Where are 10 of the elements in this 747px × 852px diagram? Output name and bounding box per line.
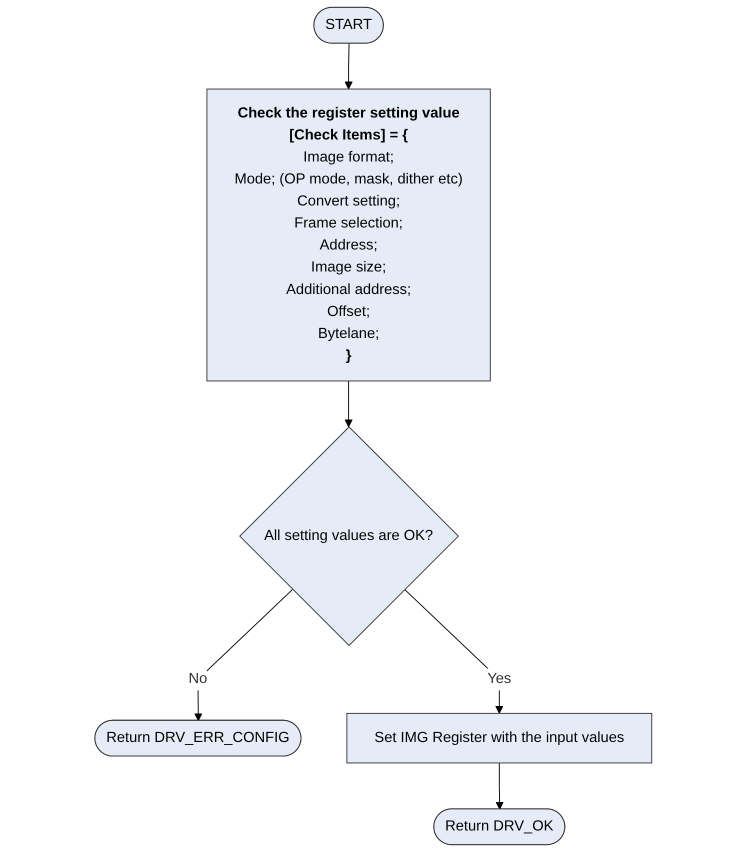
edge-label: Yes — [488, 671, 512, 687]
arrow — [344, 380, 353, 428]
node-box: Check the register setting value [Check Items] = { Image format; Mode; (OP mode, mask, dither etc) Convert setting; Frame selection; Address; Image size; Additional address; Offset; Bytelane; } — [206, 88, 491, 382]
arrow — [496, 762, 504, 810]
arrow — [194, 588, 294, 722]
edge-label: No — [188, 671, 208, 687]
node-box: Set IMG Register with the input values — [346, 712, 652, 764]
node-diamond: All setting values are OK? — [239, 426, 460, 646]
arrow — [404, 588, 504, 714]
arrow — [344, 43, 353, 90]
